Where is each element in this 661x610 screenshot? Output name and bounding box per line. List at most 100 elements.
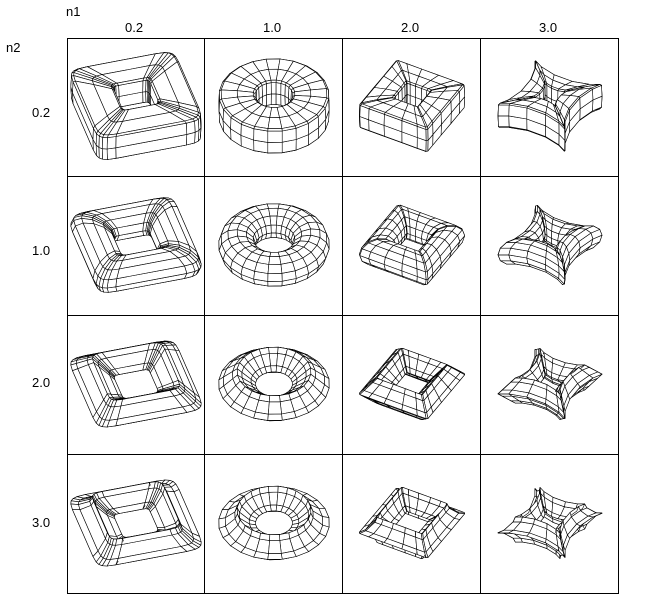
mesh-face: [268, 346, 279, 354]
mesh-face: [270, 79, 277, 84]
grid-cell: [205, 316, 343, 455]
mesh-face: [102, 134, 109, 138]
grid-cell: [343, 316, 481, 455]
mesh-face: [425, 271, 429, 280]
mesh-face: [142, 80, 147, 93]
mesh-face: [559, 533, 561, 540]
supertoroid-wireframe: [218, 203, 330, 287]
mesh-face: [270, 232, 277, 238]
supertoroid-wireframe: [70, 52, 202, 160]
supertoroid-wireframe: [497, 348, 603, 420]
supertoroid-wireframe: [358, 60, 465, 152]
mesh-face: [268, 485, 279, 493]
mesh-face: [275, 79, 282, 84]
row-label: 0.2: [32, 105, 51, 120]
mesh-face: [425, 279, 429, 285]
mesh-face: [101, 558, 111, 567]
row-label: 3.0: [32, 515, 51, 530]
mesh-face: [268, 540, 282, 554]
mesh-face: [423, 262, 428, 273]
mesh-face: [280, 94, 286, 108]
mesh-face: [269, 534, 281, 541]
mesh-face: [267, 401, 282, 415]
grid-cell: [481, 316, 619, 455]
supertoroid-grid: [67, 38, 619, 594]
row-axis-label: n2: [6, 40, 21, 55]
column-label: 3.0: [539, 20, 558, 35]
mesh-face: [267, 413, 283, 421]
supertoroid-wireframe: [218, 485, 330, 561]
mesh-face: [103, 269, 113, 281]
mesh-face: [562, 551, 566, 558]
mesh-face: [261, 83, 267, 97]
mesh-face: [563, 126, 566, 130]
mesh-face: [267, 273, 283, 282]
mesh-face: [270, 365, 277, 373]
grid-cell: [67, 177, 205, 316]
mesh-face: [277, 485, 288, 494]
grid-cell: [205, 455, 343, 594]
mesh-face: [267, 117, 283, 129]
mesh-face: [424, 551, 429, 558]
mesh-face: [267, 141, 283, 154]
supertoroid-wireframe: [70, 479, 202, 567]
supertoroid-wireframe: [497, 487, 603, 559]
mesh-face: [259, 532, 271, 541]
mesh-face: [266, 93, 272, 106]
mesh-face: [498, 103, 511, 106]
mesh-face: [425, 126, 429, 130]
supertoroid-wireframe: [497, 60, 603, 152]
mesh-face: [280, 83, 286, 97]
supertoroid-wireframe: [218, 58, 330, 154]
grid-cell: [343, 177, 481, 316]
mesh-face: [270, 224, 277, 234]
mesh-face: [409, 83, 416, 98]
mesh-face: [497, 254, 511, 262]
mesh-face: [106, 136, 117, 150]
mesh-face: [101, 419, 110, 428]
supertoroid-wireframe: [218, 346, 330, 422]
mesh-face: [269, 395, 281, 403]
mesh-face: [562, 262, 565, 272]
column-label: 0.2: [125, 20, 144, 35]
mesh-face: [275, 82, 282, 95]
mesh-face: [142, 91, 147, 103]
mesh-face: [275, 93, 282, 106]
mesh-face: [106, 147, 117, 160]
mesh-face: [101, 137, 108, 150]
mesh-face: [497, 115, 510, 127]
mesh-face: [267, 280, 283, 287]
row-label: 1.0: [32, 243, 51, 258]
row-label: 2.0: [32, 375, 51, 390]
supertoroid-wireframe: [70, 340, 202, 428]
mesh-face: [267, 128, 283, 132]
grid-cell: [205, 177, 343, 316]
mesh-face: [424, 412, 429, 419]
mesh-face: [269, 252, 280, 257]
grid-cell: [481, 455, 619, 594]
supertoroid-wireframe: [358, 486, 465, 559]
grid-cell: [67, 38, 205, 177]
supertoroid-wireframe: [70, 197, 202, 293]
mesh-face: [425, 128, 429, 141]
mesh-face: [266, 82, 272, 96]
grid-cell: [343, 38, 481, 177]
mesh-face: [101, 148, 108, 160]
mesh-face: [267, 130, 283, 143]
mesh-face: [421, 533, 424, 540]
mesh-face: [268, 256, 282, 265]
grid-cell: [67, 455, 205, 594]
mesh-face: [270, 93, 277, 105]
supertoroid-wireframe: [358, 204, 465, 286]
grid-cell: [481, 177, 619, 316]
mesh-face: [267, 553, 283, 560]
mesh-face: [254, 262, 270, 274]
mesh-face: [497, 104, 510, 117]
supertoroid-wireframe: [497, 205, 603, 285]
grid-cell: [343, 455, 481, 594]
mesh-face: [425, 140, 429, 152]
mesh-face: [266, 203, 280, 209]
mesh-face: [267, 264, 283, 274]
mesh-face: [497, 247, 511, 256]
grid-cell: [205, 38, 343, 177]
